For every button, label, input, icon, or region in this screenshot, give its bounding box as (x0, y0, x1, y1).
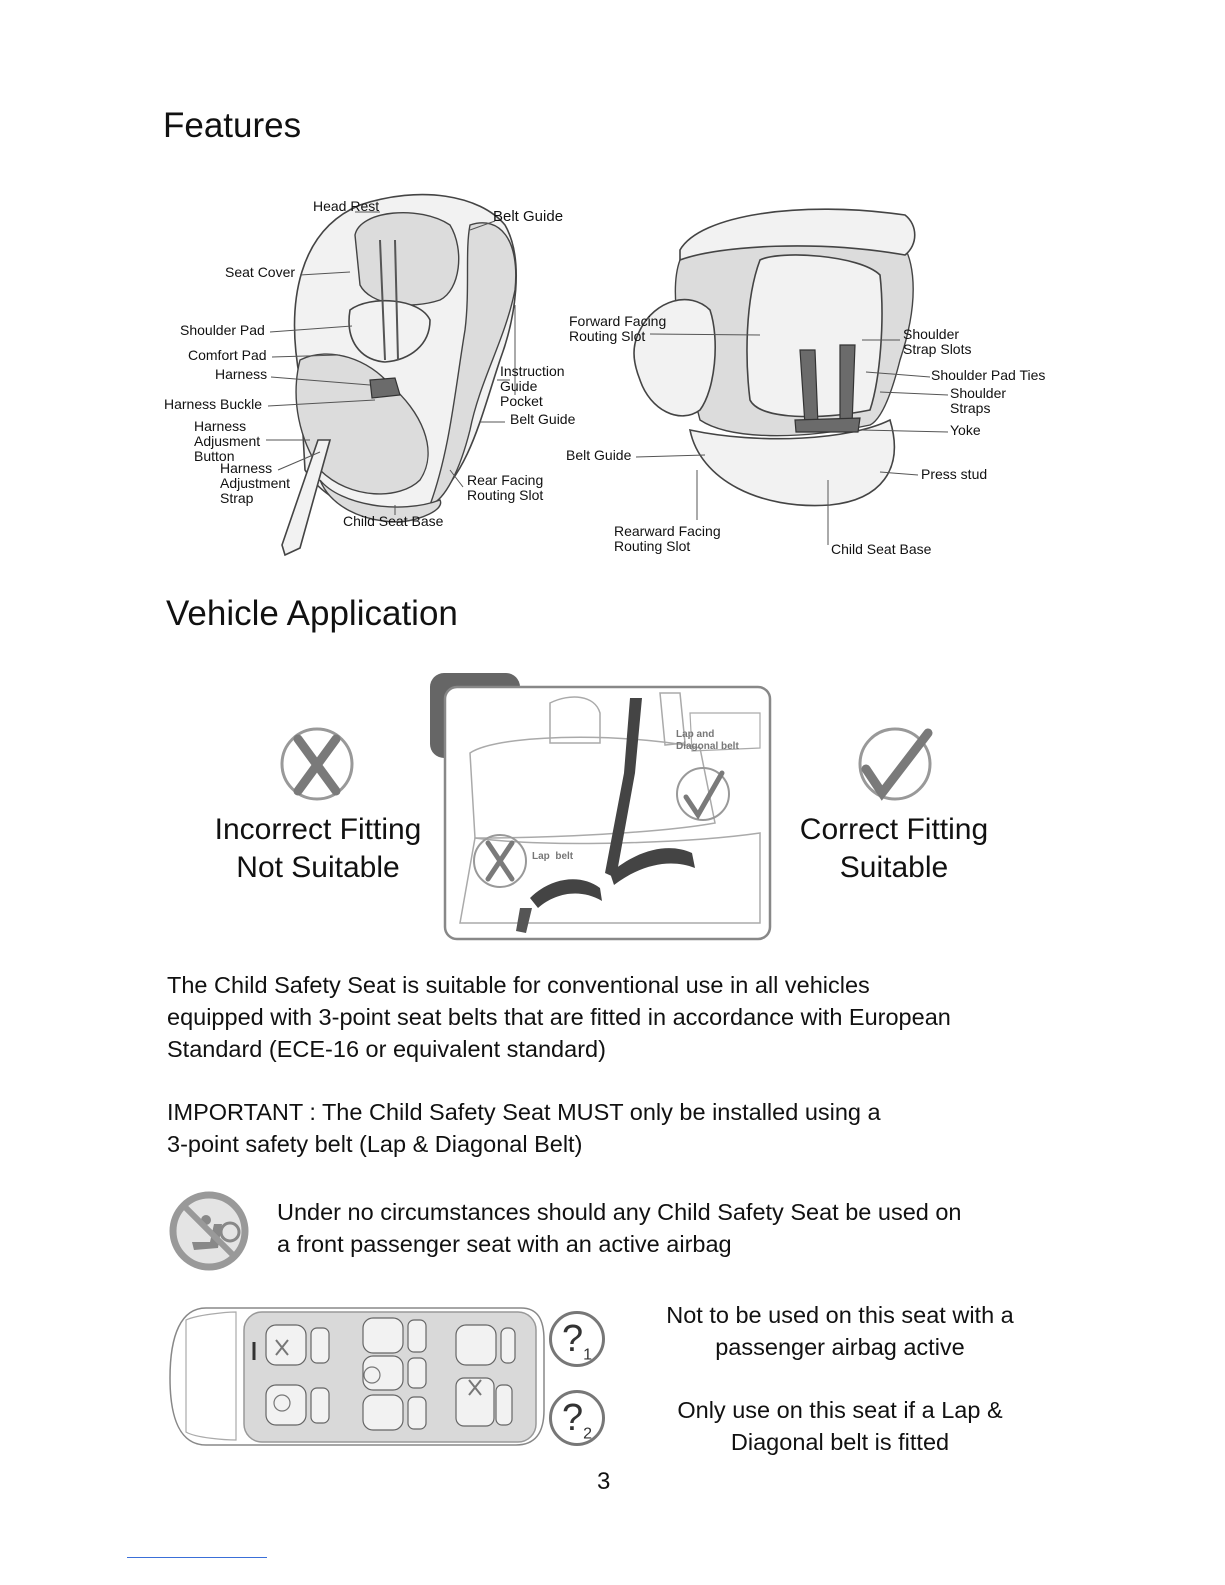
correct-check-icon (858, 727, 938, 807)
label-belt-guide-back: Belt Guide (566, 448, 631, 463)
footer-rule (127, 1557, 267, 1558)
seat-belt-illustration (430, 673, 780, 943)
vehicle-application-heading: Vehicle Application (166, 594, 458, 634)
label-shoulder-strap-slots: Shoulder Strap Slots (903, 327, 971, 357)
label-press-stud: Press stud (921, 467, 987, 482)
incorrect-fitting-text: Incorrect Fitting Not Suitable (208, 811, 428, 887)
no-airbag-icon (170, 1192, 250, 1272)
label-forward-facing-routing-slot: Forward Facing Routing Slot (569, 314, 666, 344)
label-lap-and-diagonal-belt: Lap and Diagonal belt (676, 729, 739, 753)
vehicle-seating-plan-illustration (166, 1300, 546, 1460)
suitability-paragraph: The Child Safety Seat is suitable for co… (167, 969, 951, 1065)
label-shoulder-straps: Shoulder Straps (950, 386, 1006, 416)
label-lap-belt: Lap belt (532, 851, 573, 863)
car-seat-back-illustration (0, 0, 1225, 600)
label-child-seat-base-back: Child Seat Base (831, 542, 931, 557)
label-shoulder-pad-ties: Shoulder Pad Ties (931, 368, 1045, 383)
page-number: 3 (597, 1468, 610, 1496)
seat-note-1: Not to be used on this seat with a passe… (630, 1299, 1050, 1363)
airbag-warning-text: Under no circumstances should any Child … (277, 1196, 962, 1260)
seat-note-2: Only use on this seat if a Lap & Diagona… (630, 1394, 1050, 1458)
correct-fitting-text: Correct Fitting Suitable (784, 811, 1004, 887)
question-1-icon: ?1 (549, 1311, 605, 1367)
label-yoke: Yoke (950, 423, 981, 438)
question-2-icon: ?2 (549, 1390, 605, 1446)
label-rearward-facing-routing-slot: Rearward Facing Routing Slot (614, 524, 721, 554)
incorrect-x-icon (280, 727, 360, 807)
important-paragraph: IMPORTANT : The Child Safety Seat MUST o… (167, 1096, 881, 1160)
